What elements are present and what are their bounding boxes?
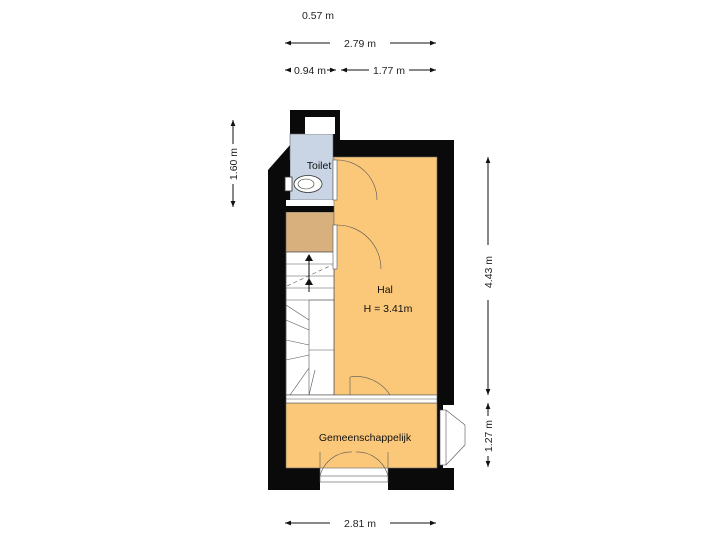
door-stair (332, 224, 382, 270)
room-label-common: Gemeenschappelijk (319, 432, 412, 444)
dimension-right-common: 1.27 m (483, 420, 495, 452)
room-label-hall-height: H = 3.41m (364, 303, 413, 315)
room-label-hall: Hal (377, 284, 393, 296)
toilet-fixture-icon (284, 175, 323, 193)
door-entrance (319, 451, 389, 483)
door-common-right (439, 409, 466, 466)
dimension-bottom-total: 2.81 m (344, 518, 376, 530)
dimension-top-left: 0.94 m (294, 65, 326, 77)
staircase (285, 251, 335, 396)
room-stair-storage (285, 211, 335, 253)
door-hall-bottom (349, 376, 391, 396)
room-hall (333, 156, 438, 396)
room-label-toilet: Toilet (307, 160, 332, 172)
dimension-right-hall: 4.43 m (483, 256, 495, 288)
window-strip (285, 394, 438, 404)
dimension-top-offset: 0.57 m (302, 10, 334, 22)
room-common (285, 402, 438, 469)
door-toilet (332, 159, 378, 201)
dimension-left-toilet: 1.60 m (228, 148, 240, 180)
dimension-top-total: 2.79 m (344, 38, 376, 50)
dimension-top-right: 1.77 m (373, 65, 405, 77)
